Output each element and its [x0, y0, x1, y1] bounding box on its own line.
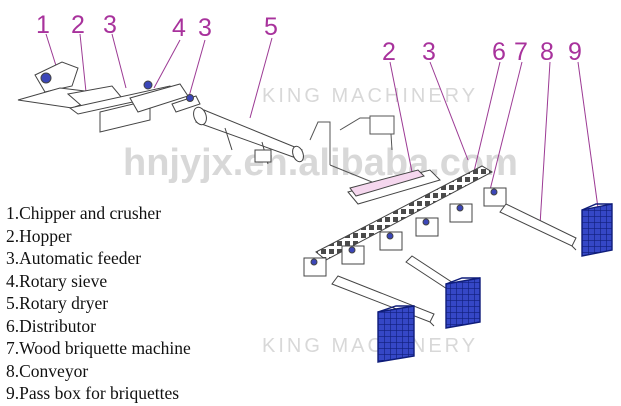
legend-item-chipper: 1.Chipper and crusher: [6, 203, 162, 223]
pass-box-top: [581, 203, 613, 257]
callout-7: 7: [514, 38, 528, 66]
callout-1: 1: [36, 11, 50, 39]
pass-box-bottom: [377, 305, 415, 363]
pass-box-middle: [445, 277, 481, 329]
watermark-company-lower: KING MACHINERY: [262, 335, 478, 357]
callout-3c: 3: [422, 38, 436, 66]
crusher-motor-icon: [40, 72, 52, 84]
briquette-machines: [303, 187, 507, 277]
callout-2: 2: [71, 11, 85, 39]
conveyor-top: [499, 203, 577, 247]
callout-8: 8: [540, 38, 554, 66]
legend-item-sieve: 4.Rotary sieve: [6, 270, 108, 291]
feeder-motor-icon: [186, 94, 194, 102]
callout-3b: 3: [198, 14, 212, 42]
watermark-site: hnjyjx.en.alibaba.com: [123, 142, 518, 184]
legend-item-distributor: 6.Distributor: [6, 315, 96, 336]
callout-6: 6: [492, 38, 506, 66]
legend-item-briquette-machine: 7.Wood briquette machine: [6, 338, 191, 358]
callout-2b: 2: [382, 38, 396, 66]
legend-item-feeder: 3.Automatic feeder: [6, 248, 142, 268]
legend-item-conveyor: 8.Conveyor: [6, 360, 89, 381]
cyclone-ducting: [309, 115, 395, 183]
callout-3: 3: [103, 11, 117, 39]
legend: 1.Chipper and crusher 2.Hopper 3.Automat…: [6, 202, 191, 405]
callout-numbers: 1 2 3 4 3 5 2 3 6 7 8 9: [36, 11, 582, 66]
legend-item-pass-box: 9.Pass box for briquettes: [6, 383, 180, 403]
legend-item-hopper: 2.Hopper: [6, 225, 72, 246]
callout-4: 4: [172, 14, 186, 42]
legend-item-dryer: 5.Rotary dryer: [6, 293, 109, 313]
callout-leaders: [45, 33, 599, 226]
chipper-crusher: [34, 61, 79, 93]
crushing-line: [17, 61, 304, 165]
right-hopper: [349, 169, 425, 197]
watermark-company-upper: KING MACHINERY: [262, 85, 478, 107]
distributor: [315, 165, 494, 261]
callout-9: 9: [568, 38, 582, 66]
distributor-line: [315, 165, 494, 261]
pass-boxes: [377, 203, 613, 363]
sieve-motor-icon: [143, 80, 153, 90]
callout-5: 5: [264, 13, 278, 41]
